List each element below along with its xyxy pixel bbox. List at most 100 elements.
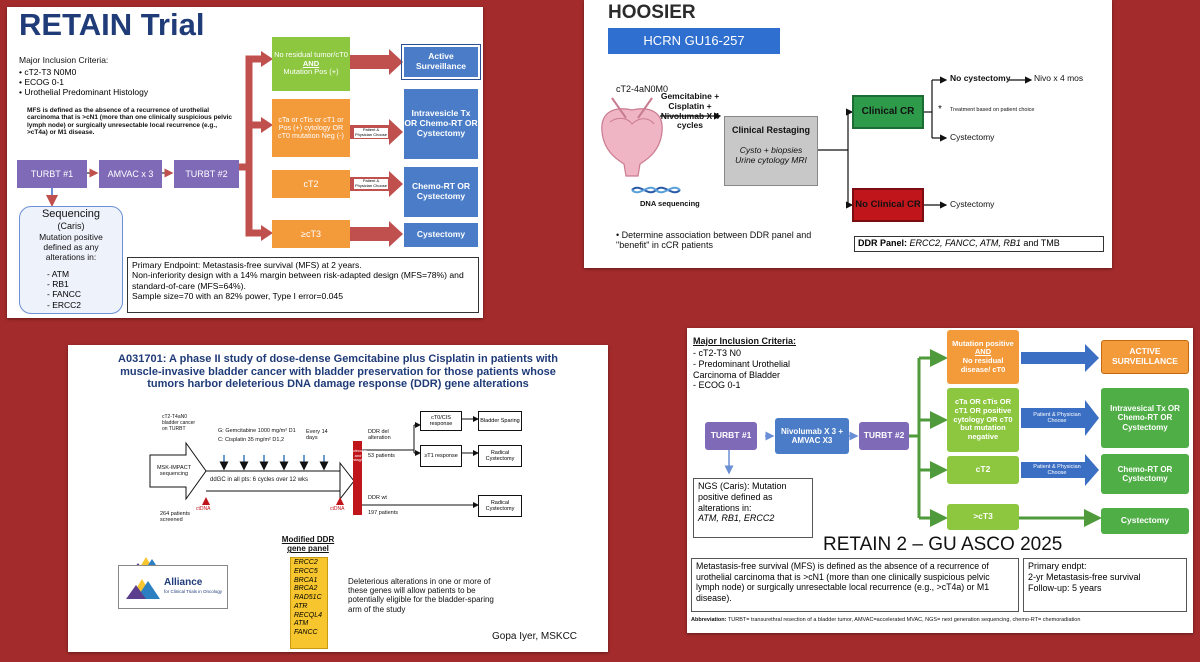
retain-sample: Sample size=70 with an 82% power, Type I… <box>132 290 343 301</box>
retain-endpoint-box: Primary Endpoint: Metastasis-free surviv… <box>127 257 479 313</box>
retain2-criterion: Predominant Urothelial Carcinoma of Blad… <box>693 359 813 381</box>
retain-choice-2: Patient & Physician Choose <box>354 178 388 189</box>
retain2-title: RETAIN 2 – GU ASCO 2025 <box>823 534 1063 555</box>
panel-gene: BRCA2 <box>294 585 318 593</box>
a031701-logo-name: Alliance <box>164 577 203 588</box>
retain-sequencing-title: Sequencing <box>41 208 101 220</box>
retain-title: RETAIN Trial <box>19 7 205 42</box>
retain-gene: FANCC <box>47 289 81 299</box>
retain2-mfs-box: Metastasis-free survival (MFS) is define… <box>691 558 1019 612</box>
hoosier-restaging-box <box>724 116 818 186</box>
a031701-logo-box <box>118 565 228 609</box>
hoosier-restaging-title: Clinical Restaging <box>731 125 811 135</box>
retain2-o3: Chemo-RT OR Cystectomy <box>1101 454 1189 494</box>
retain2-b1: Mutation positive AND No residual diseas… <box>947 330 1019 384</box>
retain-sequencing-body: Mutation positive defined as any alterat… <box>39 232 103 262</box>
retain-branch-1-b: AND <box>302 58 320 68</box>
hoosier-nivo: Nivo x 4 mos <box>1034 73 1084 83</box>
hoosier-ddr-genes: ERCC2, FANCC, ATM, RB1 <box>909 238 1021 248</box>
a031701-ct0: cT0/CIS response <box>420 411 462 431</box>
bladder-icon <box>601 108 663 177</box>
retain-turbt2: TURBT #2 <box>174 160 239 188</box>
retain2-o2: Intravesical Tx OR Chemo-RT OR Cystectom… <box>1101 388 1189 448</box>
retain2-o4: Cystectomy <box>1101 508 1189 534</box>
retain-endpoint: Primary Endpoint: Metastasis-free surviv… <box>132 260 362 270</box>
retain-criterion: ECOG 0-1 <box>19 77 148 87</box>
hoosier-cystectomy-1: Cystectomy <box>950 132 995 142</box>
retain2-slide: Major Inclusion Criteria: cT2-T3 N0 Pred… <box>687 328 1193 633</box>
retain2-endpoint-2: 2-yr Metastasis-free survival <box>1028 571 1141 582</box>
retain-gene-list: ATM RB1 FANCC ERCC2 <box>47 269 81 310</box>
a031701-cis: C: Cisplatin 35 mg/m² D1,2 <box>218 437 285 443</box>
retain2-b1-c: No residual disease/ cT0 <box>960 356 1006 374</box>
hoosier-ddr-label: DDR Panel: <box>858 238 908 248</box>
retain-amvac: AMVAC x 3 <box>99 160 162 188</box>
retain-out-3: Chemo-RT OR Cystectomy <box>404 167 478 217</box>
hoosier-badge: HCRN GU16-257 <box>608 28 780 54</box>
hoosier-bullet-text: Determine association between DDR panel … <box>616 230 812 251</box>
a031701-ddr-alt: DDR del alteration <box>368 429 391 442</box>
retain2-o1: ACTIVE SURVEILLANCE <box>1101 340 1189 374</box>
hoosier-cystectomy-2: Cystectomy <box>950 199 995 209</box>
retain2-criteria-header: Major Inclusion Criteria: <box>693 336 797 346</box>
hoosier-no-cystectomy: No cystectomy <box>950 73 1011 83</box>
hoosier-ddr-panel: DDR Panel: ERCC2, FANCC, ATM, RB1 and TM… <box>854 236 1104 252</box>
panel-gene: ERCC2 <box>294 559 318 566</box>
a031701-ddgc: ddGC in all pts: 6 cycles over 12 wks <box>210 477 309 483</box>
retain2-b3: cT2 <box>947 456 1019 484</box>
retain2-arrows <box>724 344 1102 527</box>
hoosier-arrows <box>601 76 1033 209</box>
hoosier-restaging-body: Cysto + biopsies Urine cytology MRI <box>735 145 807 165</box>
hoosier-slide: HOOSIER HCRN GU16-257 cT2-4aN0M0 Gemcita… <box>584 0 1112 268</box>
panel-gene: BRCA1 <box>294 576 318 584</box>
dose-ticks <box>219 455 329 471</box>
hoosier-no-ccr: No Clinical CR <box>852 188 924 222</box>
retain2-b2: cTa OR cTis OR cT1 OR positive cytology … <box>947 388 1019 452</box>
a031701-panel-genes: ERCC2 ERCC5 BRCA1 BRCA2 RAD51C ATR RECQL… <box>290 557 328 649</box>
hoosier-ccr: Clinical CR <box>852 95 924 129</box>
a031701-ddr-wt: DDR wt <box>368 495 387 501</box>
ctdna-marker <box>336 497 344 505</box>
retain2-ngs-genes: ATM, RB1, ERCC2 <box>698 513 775 524</box>
a031701-panel-title: Modified DDR gene panel <box>281 535 335 554</box>
retain-out-2: Intravesicle Tx OR Chemo-RT OR Cystectom… <box>404 89 478 159</box>
retain2-ngs-box: NGS (Caris): Mutation positive defined a… <box>693 478 813 538</box>
retain-gene: RB1 <box>47 279 81 289</box>
a031701-n53: 53 patients <box>368 453 395 459</box>
panel-gene: ERCC5 <box>294 567 318 575</box>
retain-out-4: Cystectomy <box>404 223 478 247</box>
retain-sequencing-sub: (Caris) <box>57 221 85 231</box>
a031701-logo-sub: for Clinical Trials in Oncology <box>164 589 223 594</box>
hoosier-stage: cT2-4aN0M0 <box>616 84 669 94</box>
ctdna-marker <box>202 497 210 505</box>
retain-criteria-header: Major Inclusion Criteria: <box>19 55 109 65</box>
retain-gene: ERCC2 <box>47 300 81 310</box>
retain2-endpoint-box: Primary endpt: 2-yr Metastasis-free surv… <box>1023 558 1187 612</box>
a031701-deleterious: Deleterious alterations in one or more o… <box>348 577 494 614</box>
panel-gene: ATR <box>294 602 308 610</box>
retain-criteria-list: cT2-T3 N0M0 ECOG 0-1 Urothelial Predomin… <box>19 67 148 98</box>
a031701-sparing: Bladder Sparing <box>478 411 522 431</box>
retain-branch-2: cTa or cTis or cT1 or Pos (+) cytology O… <box>272 99 350 157</box>
a031701-mskimpact: MSK-IMPACT sequencing <box>156 465 192 478</box>
retain2-b4: >cT3 <box>947 504 1019 530</box>
a031701-gt1: ≥T1 response <box>420 445 462 467</box>
panel-gene: RAD51C <box>294 594 322 601</box>
retain-criterion: Urothelial Predominant Histology <box>19 87 148 97</box>
retain-branch-1-c: Mutation Pos (+) <box>283 67 339 77</box>
a031701-ctdna-1: ctDNA <box>196 506 211 512</box>
retain2-choice-2: Patient & Physician Choose <box>1033 463 1081 476</box>
retain-design: Non-inferiority design with a 14% margin… <box>132 270 464 291</box>
retain2-b1-b: AND <box>974 347 992 357</box>
retain2-criteria-list: cT2-T3 N0 Predominant Urothelial Carcino… <box>693 348 813 391</box>
retain-mfs-note: MFS is defined as the absence of a recur… <box>27 107 233 137</box>
retain-slide: RETAIN Trial Major Inclusion Criteria: c… <box>7 7 483 318</box>
retain2-turbt1: TURBT #1 <box>705 422 757 450</box>
a031701-logo-overlay <box>126 579 160 599</box>
retain2-endpoint-3: Follow-up: 5 years <box>1028 582 1102 593</box>
retain2-ngs: NGS (Caris): Mutation positive defined a… <box>698 481 787 513</box>
retain2-nivo: Nivolumab X 3 + AMVAC X3 <box>775 418 849 454</box>
retain-branch-1-a: No residual tumor/cT0 <box>274 50 348 60</box>
retain2-criterion: ECOG 0-1 <box>693 380 813 391</box>
retain2-abbr: Abbreviation: TURBT= transurethral resec… <box>691 617 1189 623</box>
